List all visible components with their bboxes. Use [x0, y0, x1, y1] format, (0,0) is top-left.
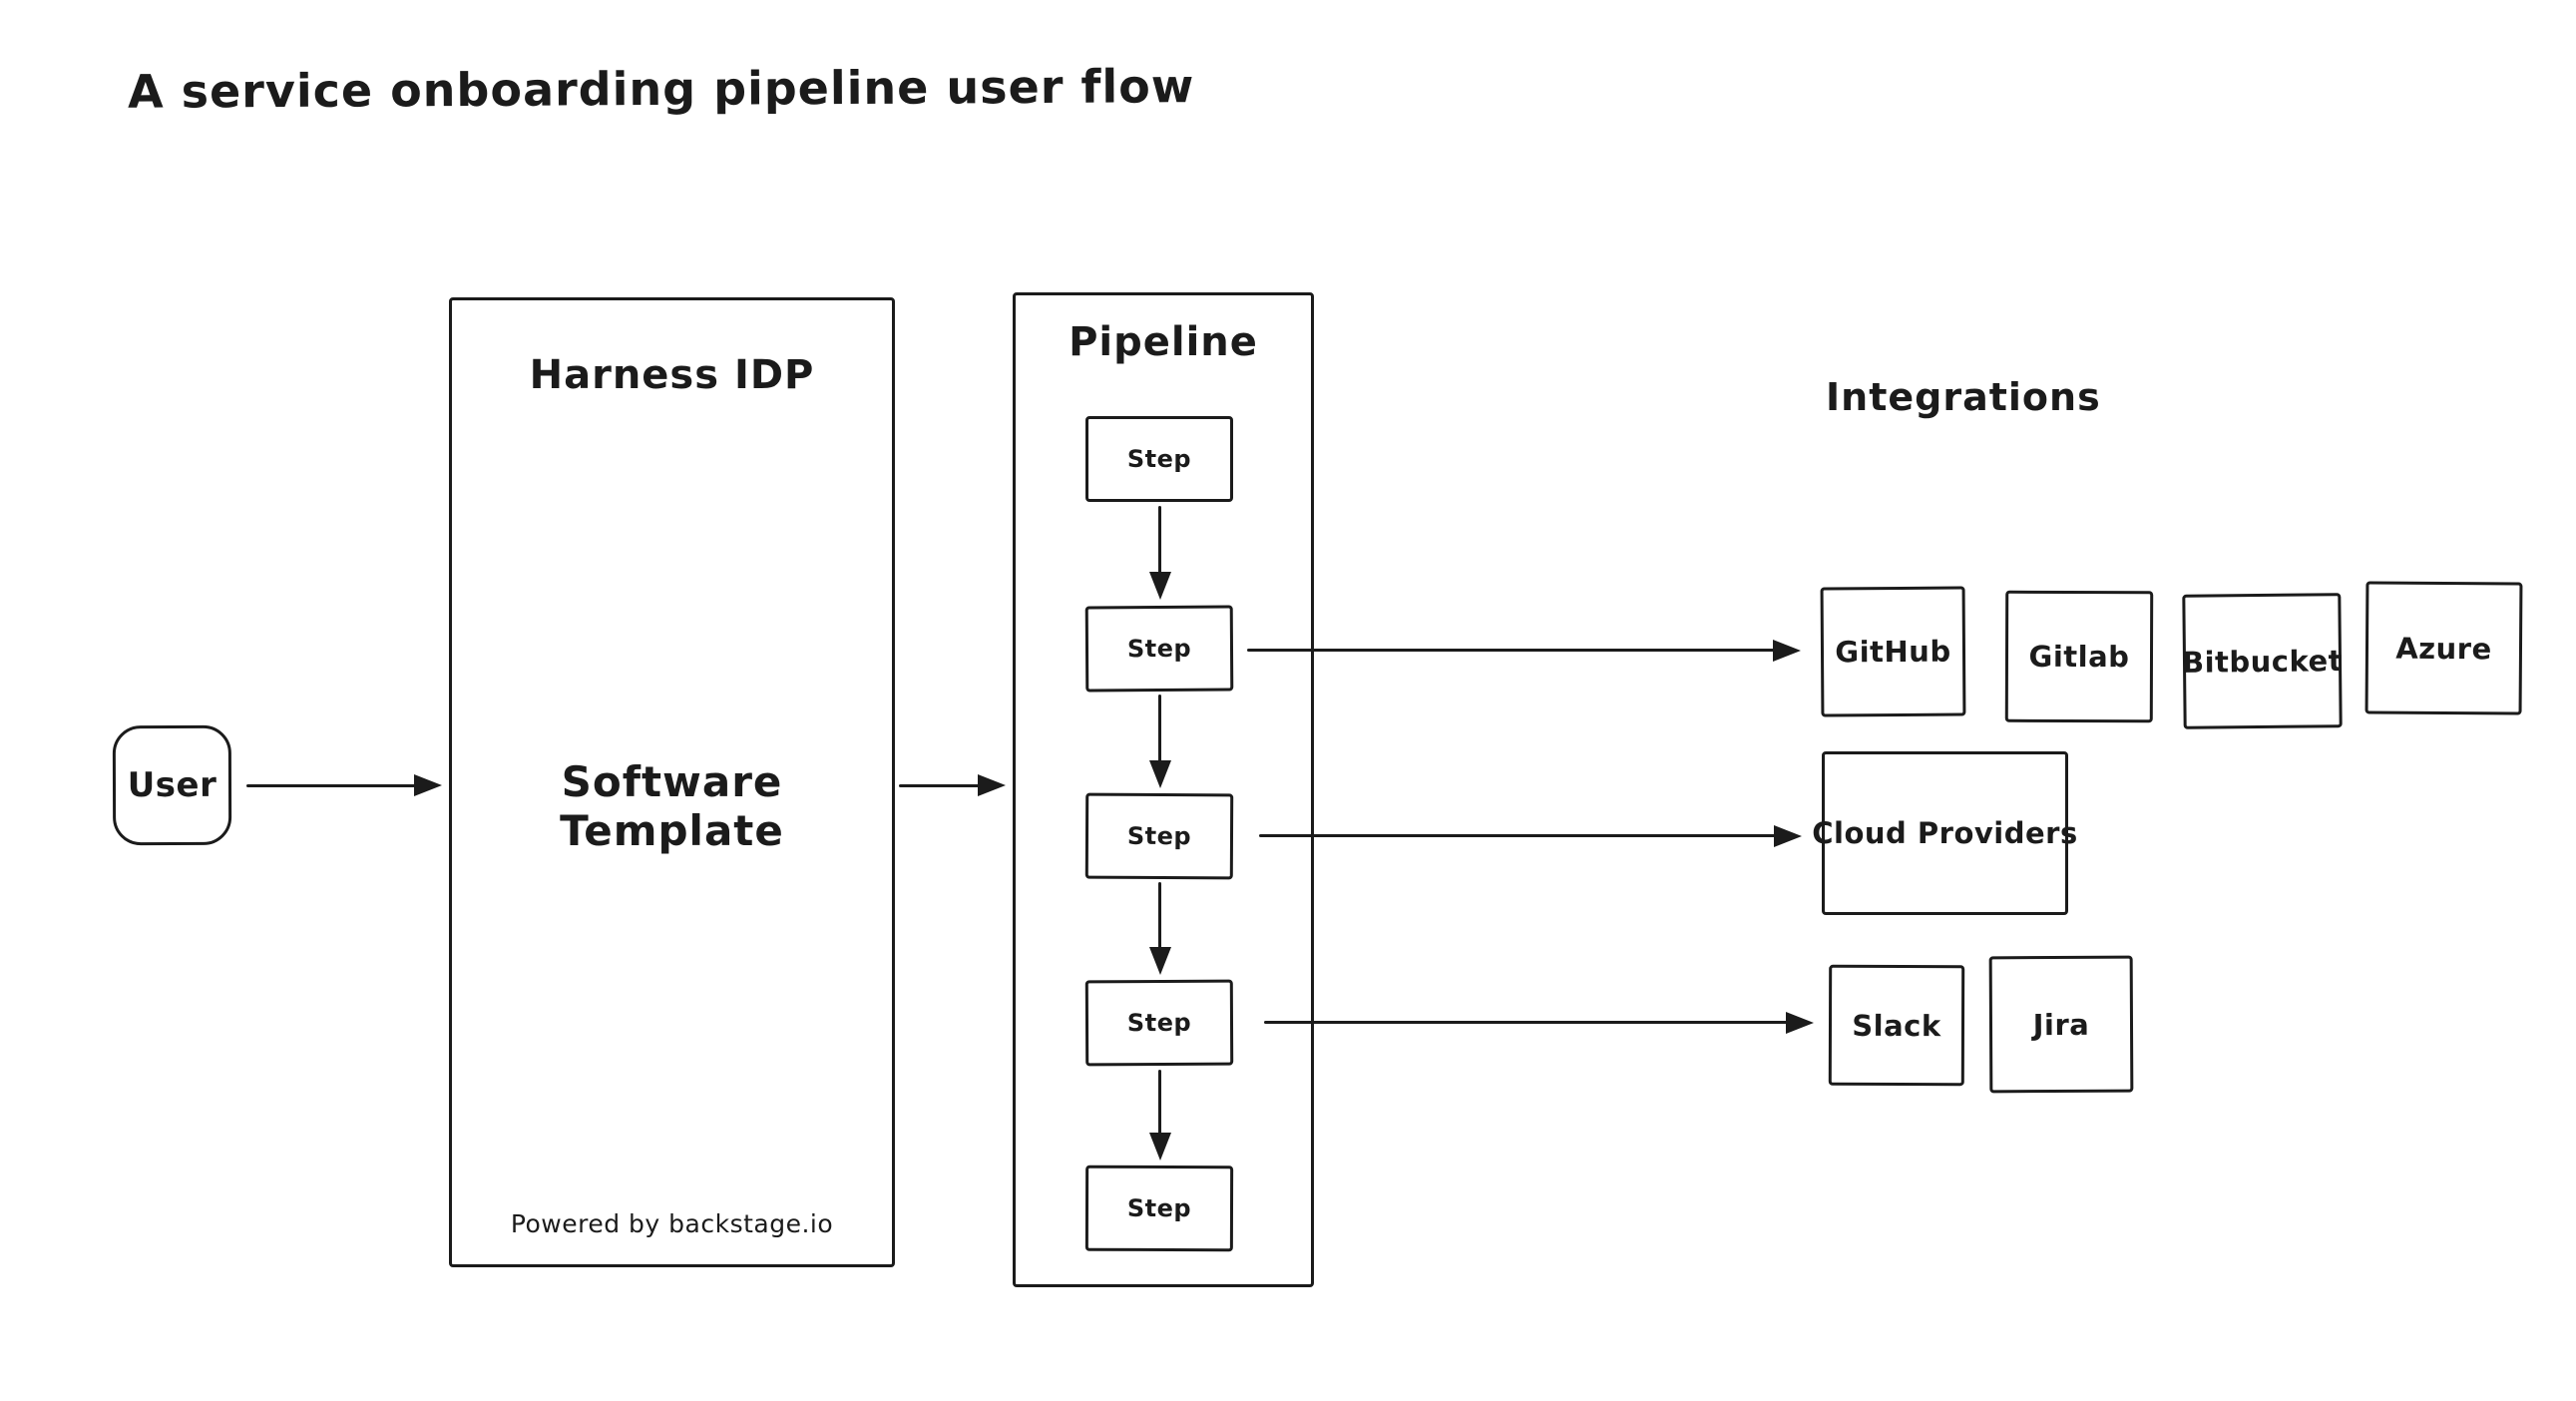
- gitlab-label: Gitlab: [2028, 639, 2130, 675]
- step-label: Step: [1126, 821, 1192, 851]
- harness-idp-title: Harness IDP: [529, 352, 815, 398]
- arrow-step4-step5-head: [1149, 1133, 1171, 1161]
- cloud-providers-label: Cloud Providers: [1812, 816, 2078, 850]
- step-label: Step: [1126, 445, 1192, 473]
- arrow-step4-to-slack-line: [1264, 1021, 1788, 1024]
- arrow-harness-to-pipeline-line: [899, 784, 980, 787]
- arrow-step3-to-cloud-line: [1259, 834, 1776, 837]
- pipeline-step-5: Step: [1084, 1165, 1234, 1252]
- powered-by-backstage-label: Powered by backstage.io: [510, 1209, 834, 1238]
- github-label: GitHub: [1835, 634, 1951, 670]
- user-node: User: [112, 724, 232, 846]
- arrow-step4-step5-line: [1158, 1070, 1161, 1135]
- integration-azure: Azure: [2364, 581, 2523, 715]
- integrations-title: Integrations: [1826, 375, 2101, 419]
- step-label: Step: [1126, 634, 1192, 664]
- pipeline-step-4: Step: [1084, 979, 1234, 1067]
- arrow-step2-to-git-row-head: [1773, 640, 1801, 662]
- integration-gitlab: Gitlab: [2004, 590, 2154, 723]
- arrow-step2-to-git-row-line: [1247, 649, 1775, 652]
- bitbucket-label: Bitbucket: [2181, 643, 2344, 680]
- pipeline-step-1: Step: [1085, 416, 1233, 502]
- integration-jira: Jira: [1988, 955, 2134, 1094]
- integration-bitbucket: Bitbucket: [2181, 593, 2344, 729]
- arrow-step3-step4-head: [1149, 947, 1171, 975]
- arrow-step3-step4-line: [1158, 882, 1161, 949]
- arrow-user-to-harness-line: [246, 784, 418, 787]
- step-label: Step: [1126, 1008, 1192, 1038]
- arrow-step1-step2-line: [1158, 506, 1161, 574]
- software-template-label: Software Template: [560, 757, 784, 855]
- arrow-step1-step2-head: [1149, 572, 1171, 600]
- harness-idp-node: Harness IDP Software Template Powered by…: [449, 297, 895, 1267]
- jira-label: Jira: [2032, 1007, 2090, 1042]
- pipeline-step-3: Step: [1084, 792, 1234, 880]
- pipeline-title: Pipeline: [1069, 319, 1258, 365]
- arrow-step2-step3-line: [1158, 695, 1161, 762]
- user-label: User: [127, 764, 217, 806]
- arrow-harness-to-pipeline-head: [978, 774, 1006, 796]
- pipeline-step-2: Step: [1084, 605, 1234, 693]
- integration-github: GitHub: [1820, 586, 1966, 717]
- arrow-step4-to-slack-head: [1786, 1012, 1814, 1034]
- slack-label: Slack: [1852, 1008, 1941, 1043]
- arrow-step3-to-cloud-head: [1774, 825, 1802, 847]
- integration-cloud-providers: Cloud Providers: [1812, 751, 2077, 915]
- arrow-user-to-harness-head: [414, 774, 442, 796]
- arrow-step2-step3-head: [1149, 760, 1171, 788]
- integration-slack: Slack: [1828, 964, 1965, 1087]
- step-label: Step: [1126, 1193, 1192, 1223]
- azure-label: Azure: [2395, 631, 2492, 666]
- diagram-title: A service onboarding pipeline user flow: [127, 59, 1195, 119]
